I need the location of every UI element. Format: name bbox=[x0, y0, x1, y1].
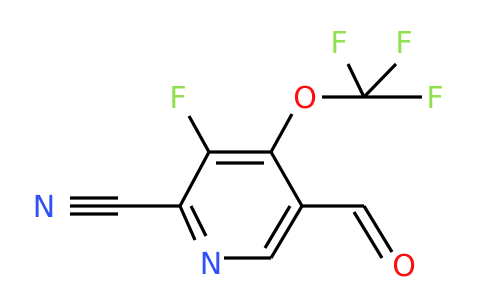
bond-cho-o-1 bbox=[362, 205, 394, 253]
bond-c4-c5 bbox=[269, 151, 304, 207]
atom-label-f-cf3-2: F bbox=[395, 26, 412, 61]
bond-c3-f bbox=[187, 115, 211, 153]
atom-label-f-ring: F bbox=[169, 81, 186, 116]
bond-n1-c2-outer bbox=[178, 205, 197, 241]
bond-c2-c3 bbox=[178, 151, 211, 207]
atom-label-o-ether: O bbox=[293, 81, 317, 116]
bond-cf3-f1 bbox=[346, 63, 366, 98]
bond-cf3-f2 bbox=[362, 62, 398, 99]
aldehyde-group bbox=[302, 204, 394, 259]
nitrile-group bbox=[70, 196, 180, 216]
atom-label-f-cf3-1: F bbox=[330, 26, 347, 61]
trifluoromethoxy-group bbox=[269, 62, 422, 153]
bond-c5-c6-outer bbox=[269, 205, 304, 259]
atom-label-o-aldehyde: O bbox=[392, 249, 416, 284]
bond-n1-c2-inner bbox=[189, 205, 208, 237]
bond-c4-o bbox=[269, 113, 294, 153]
pyridine-ring bbox=[178, 150, 304, 260]
bond-cho-o-2 bbox=[352, 211, 384, 259]
atom-label-n-cyano: N bbox=[33, 190, 55, 225]
atom-label-f-cf3-3: F bbox=[426, 81, 443, 116]
bond-c5-c6-inner bbox=[263, 205, 292, 249]
atom-label-n-ring: N bbox=[200, 247, 222, 282]
